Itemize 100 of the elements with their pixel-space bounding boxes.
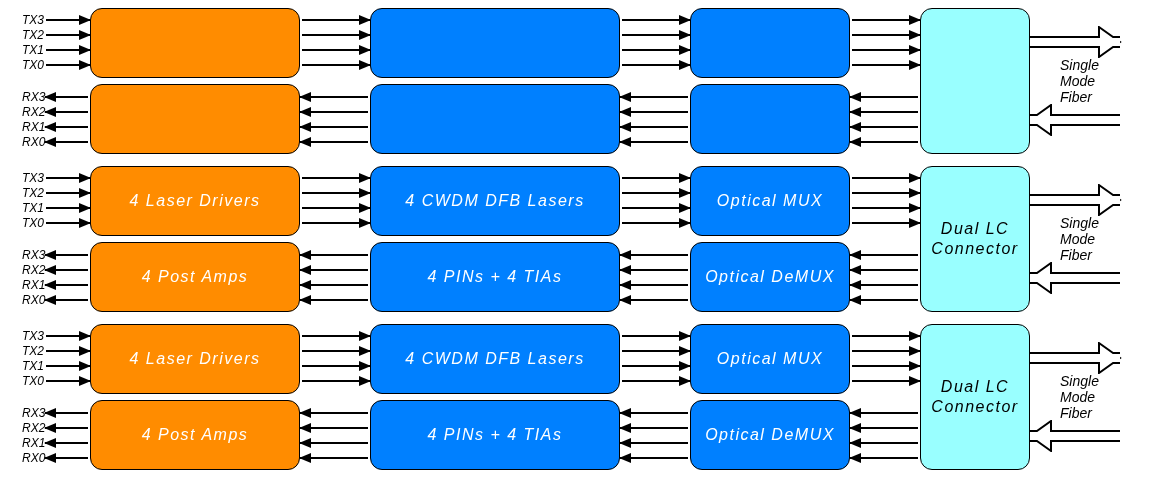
block-label: Optical DeMUX — [705, 267, 835, 287]
arrow — [619, 438, 689, 448]
block-label: 4 PINs + 4 TIAs — [427, 267, 563, 287]
laser-block — [370, 8, 620, 78]
arrow — [301, 15, 371, 25]
arrow — [849, 438, 919, 448]
block-label: Optical MUX — [716, 349, 824, 369]
laser-block — [370, 166, 620, 236]
arrow — [44, 438, 89, 448]
signal-label: RX0 — [22, 451, 46, 465]
arrow — [619, 92, 689, 102]
laser-driver-block — [90, 324, 300, 394]
signal-label: RX2 — [22, 263, 46, 277]
arrow — [299, 408, 369, 418]
signal-label: RX1 — [22, 278, 46, 292]
arrow — [851, 30, 921, 40]
signal-label: TX1 — [22, 359, 44, 373]
arrow — [45, 60, 91, 70]
arrow — [849, 137, 919, 147]
arrow — [44, 423, 89, 433]
laser-driver-block — [90, 166, 300, 236]
block-label: 4 Post Amps — [141, 425, 249, 445]
arrow — [849, 408, 919, 418]
signal-label: RX3 — [22, 406, 46, 420]
block-label: Optical MUX — [716, 191, 824, 211]
amplifier-block — [90, 242, 300, 312]
block-label: 4 CWDM DFB Lasers — [405, 349, 585, 369]
arrow — [619, 280, 689, 290]
arrow — [849, 423, 919, 433]
arrow — [621, 331, 691, 341]
signal-label: RX1 — [22, 120, 46, 134]
demux-block — [690, 242, 850, 312]
block-label: 4 PINs + 4 TIAs — [427, 425, 563, 445]
signal-label: TX1 — [22, 43, 44, 57]
arrow — [851, 188, 921, 198]
receiver-block — [370, 242, 620, 312]
arrow — [45, 361, 91, 371]
arrow — [301, 188, 371, 198]
arrow — [45, 346, 91, 356]
arrow — [45, 15, 91, 25]
arrow — [849, 122, 919, 132]
signal-label: TX0 — [22, 374, 44, 388]
signal-label: TX3 — [22, 329, 44, 343]
block-label: Dual LC Connector — [930, 219, 1020, 259]
arrow — [301, 45, 371, 55]
signal-label: TX0 — [22, 216, 44, 230]
arrow — [851, 173, 921, 183]
arrow — [301, 346, 371, 356]
arrow — [44, 137, 89, 147]
signal-label: RX3 — [22, 90, 46, 104]
arrow — [299, 107, 369, 117]
arrow — [44, 122, 89, 132]
signal-label: TX1 — [22, 201, 44, 215]
block-label: 4 CWDM DFB Lasers — [405, 191, 585, 211]
receiver-block — [370, 84, 620, 154]
arrow — [851, 331, 921, 341]
arrow — [619, 265, 689, 275]
arrow — [621, 346, 691, 356]
arrow — [621, 361, 691, 371]
connector-block — [920, 166, 1030, 312]
connector-block — [920, 8, 1030, 154]
arrow — [45, 188, 91, 198]
arrow — [299, 250, 369, 260]
arrow — [299, 92, 369, 102]
arrow — [44, 92, 89, 102]
arrow — [621, 188, 691, 198]
arrow — [851, 203, 921, 213]
arrow — [849, 265, 919, 275]
arrow — [301, 173, 371, 183]
arrow — [44, 453, 89, 463]
arrow — [45, 203, 91, 213]
arrow — [851, 60, 921, 70]
arrow — [45, 376, 91, 386]
mux-block — [690, 166, 850, 236]
arrow — [849, 295, 919, 305]
arrow — [851, 361, 921, 371]
fiber-label: Single Mode Fiber — [1060, 215, 1099, 263]
arrow — [299, 122, 369, 132]
laser-block — [370, 324, 620, 394]
signal-label: TX2 — [22, 344, 44, 358]
arrow — [44, 265, 89, 275]
signal-label: RX3 — [22, 248, 46, 262]
arrow — [621, 203, 691, 213]
signal-label: RX2 — [22, 421, 46, 435]
fiber-label: Single Mode Fiber — [1060, 373, 1099, 421]
arrow — [621, 45, 691, 55]
arrow — [621, 60, 691, 70]
arrow — [299, 265, 369, 275]
arrow — [851, 15, 921, 25]
arrow — [851, 45, 921, 55]
arrow — [301, 60, 371, 70]
arrow — [299, 423, 369, 433]
arrow — [619, 137, 689, 147]
arrow — [621, 173, 691, 183]
arrow — [619, 122, 689, 132]
block-label: Optical DeMUX — [705, 425, 835, 445]
arrow — [301, 331, 371, 341]
signal-label: TX3 — [22, 171, 44, 185]
arrow — [301, 30, 371, 40]
arrow — [301, 218, 371, 228]
